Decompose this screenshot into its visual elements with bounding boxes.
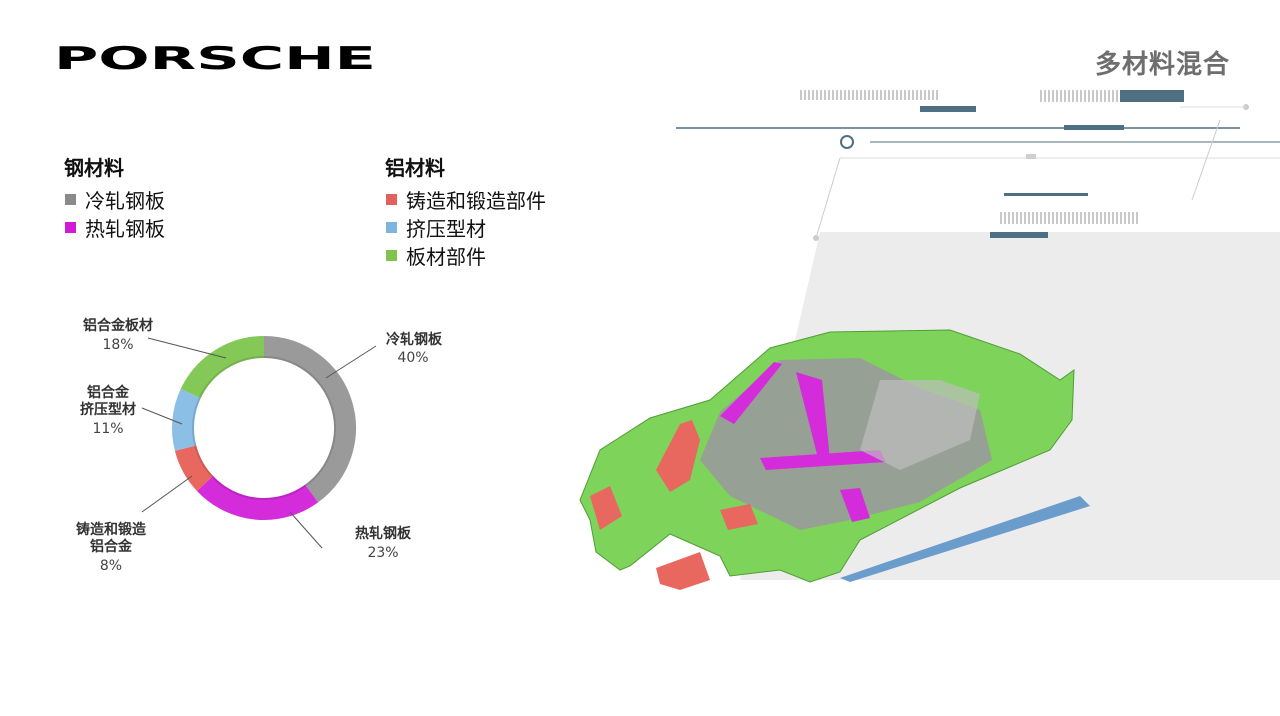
legend-label: 冷轧钢板 xyxy=(85,188,165,213)
legend-swatch xyxy=(386,193,397,205)
slice-value-extrusion: 11% xyxy=(92,421,123,437)
rear-interior xyxy=(860,380,980,470)
legend-aluminum-title: 铝材料 xyxy=(385,156,445,180)
front-cast-node-right xyxy=(656,552,710,590)
car-body-illustration xyxy=(579,329,1090,590)
slice-label-sheet: 铝合金板材 xyxy=(83,317,153,334)
slice-value-sheet: 18% xyxy=(102,337,133,353)
front-cast-node-lower xyxy=(590,486,622,530)
slice-label-extrusion-line2: 挤压型材 xyxy=(80,401,136,418)
legend-item-sheet: 板材部件 xyxy=(385,241,546,269)
legend-label: 铸造和锻造部件 xyxy=(406,188,546,213)
legend-label: 热轧钢板 xyxy=(85,216,165,241)
legend-swatch xyxy=(65,221,76,233)
legend-aluminum: 铝材料 铸造和锻造部件 挤压型材 板材部件 xyxy=(385,152,546,269)
logo-wordmark: PORSCHE xyxy=(54,44,376,72)
legend-label: 板材部件 xyxy=(406,244,486,269)
legend-steel: 钢材料 冷轧钢板 热轧钢板 xyxy=(64,152,165,241)
legend-swatch xyxy=(386,249,397,261)
legend-item-hot-rolled: 热轧钢板 xyxy=(64,213,165,241)
donut-slice-cold-rolled xyxy=(263,336,356,503)
slice-label-extrusion-line1: 铝合金 xyxy=(87,384,130,401)
donut-slice-sheet xyxy=(180,336,265,399)
rocker-hot-rolled xyxy=(840,488,870,522)
leader-lines xyxy=(141,337,377,549)
legend-item-extrusion: 挤压型材 xyxy=(385,213,546,241)
legend-item-cast-forged: 铸造和锻造部件 xyxy=(385,185,546,213)
donut-slices xyxy=(172,336,356,520)
legend-swatch xyxy=(65,193,76,205)
material-donut-chart: 冷轧钢板 40% 热轧钢板 23% 铸造和锻造 铝合金 8% 铝合金 挤压型材 … xyxy=(76,317,443,574)
slice-label-cast-forged-line2: 铝合金 xyxy=(90,538,133,555)
page-title: 多材料混合 xyxy=(1094,50,1230,80)
front-cast-node-left xyxy=(656,420,700,492)
legend-label: 挤压型材 xyxy=(406,216,486,241)
slice-label-cast-forged-line1: 铸造和锻造 xyxy=(76,521,146,538)
slice-label-hot-rolled: 热轧钢板 xyxy=(355,525,412,542)
sill-extrusion xyxy=(840,496,1090,582)
porsche-logo: PORSCHE xyxy=(54,44,376,72)
legend-steel-title: 钢材料 xyxy=(64,156,124,180)
slice-value-cast-forged: 8% xyxy=(100,558,122,574)
donut-slice-extrusion xyxy=(172,388,201,451)
b-pillar-hot-rolled xyxy=(796,372,830,466)
slice-label-cold-rolled: 冷轧钢板 xyxy=(386,331,443,348)
strut-tower-cast xyxy=(720,504,758,530)
donut-slice-hot-rolled xyxy=(196,475,319,520)
slice-value-hot-rolled: 23% xyxy=(367,545,398,561)
legend-item-cold-rolled: 冷轧钢板 xyxy=(64,185,165,213)
a-pillar-hot-rolled xyxy=(720,362,782,424)
donut-inner-shade xyxy=(192,356,336,500)
legend-swatch xyxy=(386,221,397,233)
floor-hot-rolled xyxy=(760,450,886,470)
donut-slice-cast-forged xyxy=(174,445,214,491)
slice-value-cold-rolled: 40% xyxy=(397,350,428,366)
